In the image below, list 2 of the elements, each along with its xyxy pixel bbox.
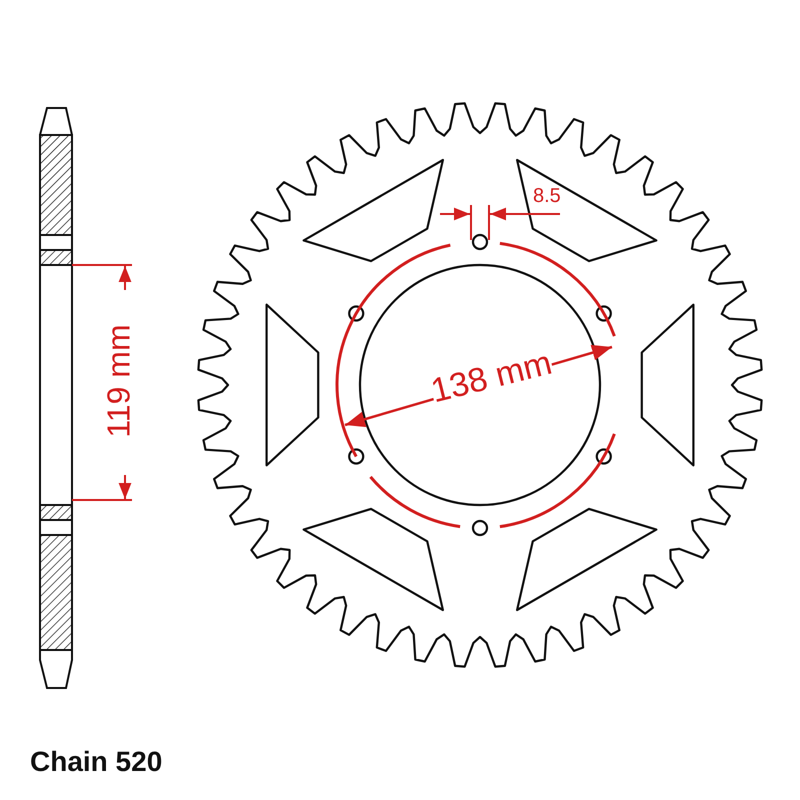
chain-size-label: Chain 520 xyxy=(30,748,162,776)
dimension-label: 8.5 xyxy=(533,186,561,206)
